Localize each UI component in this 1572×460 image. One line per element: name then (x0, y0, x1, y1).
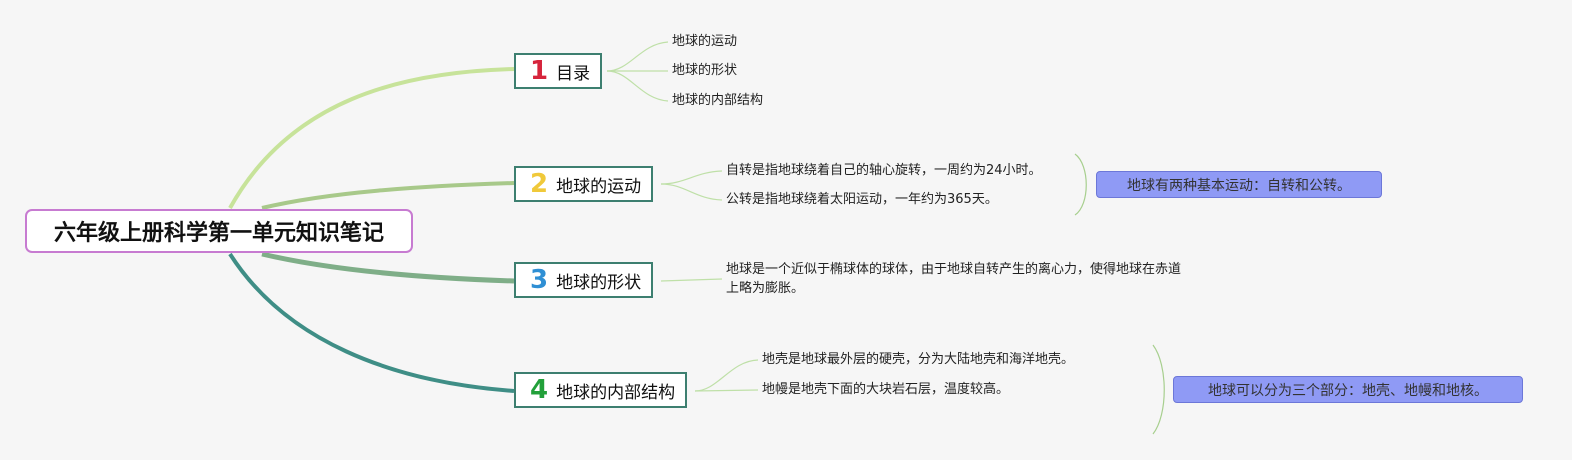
link-b4-leaf-2 (694, 389, 759, 392)
branch-topic-3[interactable]: 3 地球的形状 (514, 262, 654, 298)
brace-branch-2 (1074, 153, 1087, 216)
leaf-b1-1[interactable]: 地球的运动 (672, 34, 738, 49)
link-b2-leaf-2 (660, 183, 723, 201)
link-root-branch-3 (261, 251, 515, 284)
summary-branch-2[interactable]: 地球有两种基本运动：自转和公转。 (1096, 171, 1382, 198)
branch-number-4: 4 (530, 375, 549, 405)
link-b3-leaf-1 (660, 278, 723, 282)
branch-number-3: 3 (530, 265, 549, 295)
summary-branch-2-label: 地球有两种基本运动：自转和公转。 (1127, 177, 1351, 194)
branch-number-1: 1 (530, 56, 549, 86)
link-b2-leaf-1 (660, 170, 723, 185)
leaf-b3-line-1: 地球是一个近似于椭球体的球体，由于地球自转产生的离心力，使得地球在赤道 (726, 262, 1182, 277)
branch-topic-1[interactable]: 1 目录 (514, 53, 603, 89)
link-b4-leaf-1 (694, 359, 759, 392)
summary-branch-4[interactable]: 地球可以分为三个部分：地壳、地幔和地核。 (1173, 376, 1523, 403)
link-root-branch-2 (261, 181, 515, 210)
branch-label-4: 地球的内部结构 (556, 382, 676, 403)
link-root-branch-4 (228, 252, 515, 393)
leaf-b4-1[interactable]: 地壳是地球最外层的硬壳，分为大陆地壳和海洋地壳。 (762, 352, 1075, 367)
branch-label-1: 目录 (556, 63, 591, 84)
leaf-b1-2[interactable]: 地球的形状 (672, 63, 738, 78)
link-root-branch-1 (228, 67, 515, 209)
brace-branch-4 (1152, 344, 1165, 435)
leaf-b2-1[interactable]: 自转是指地球绕着自己的轴心旋转，一周约为24小时。 (726, 163, 1042, 178)
branch-label-3: 地球的形状 (556, 272, 642, 293)
leaf-b4-2[interactable]: 地幔是地壳下面的大块岩石层，温度较高。 (762, 382, 1010, 397)
branch-number-2: 2 (530, 169, 549, 199)
branch-label-2: 地球的运动 (556, 176, 642, 197)
link-b1-leaf-3 (606, 70, 669, 102)
link-b1-leaf-1 (606, 41, 669, 72)
leaf-b3-1[interactable]: 地球是一个近似于椭球体的球体，由于地球自转产生的离心力，使得地球在赤道 上略为膨… (726, 260, 1181, 298)
leaf-b1-3[interactable]: 地球的内部结构 (672, 93, 764, 108)
leaf-b2-2[interactable]: 公转是指地球绕着太阳运动，一年约为365天。 (726, 192, 998, 207)
root-topic-label: 六年级上册科学第一单元知识笔记 (53, 221, 384, 246)
branch-topic-4[interactable]: 4 地球的内部结构 (514, 372, 688, 408)
leaf-b3-line-2: 上略为膨胀。 (726, 281, 805, 296)
root-topic[interactable]: 六年级上册科学第一单元知识笔记 (25, 209, 413, 253)
branch-topic-2[interactable]: 2 地球的运动 (514, 166, 654, 202)
summary-branch-4-label: 地球可以分为三个部分：地壳、地幔和地核。 (1208, 382, 1488, 399)
